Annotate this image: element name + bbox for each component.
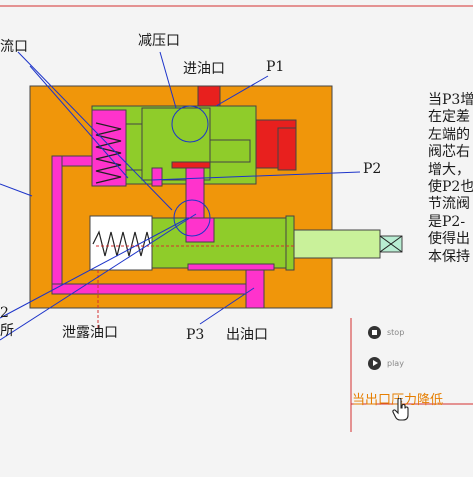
- p2-connection-block: [151, 167, 163, 187]
- play-button[interactable]: play: [368, 357, 404, 370]
- bottom-left-pointer-2: [0, 213, 197, 341]
- description-line: 在定差: [428, 109, 470, 126]
- p2-label: P2: [363, 161, 382, 177]
- p3-pointer: [199, 287, 255, 325]
- throttle-port-pointer-2: [29, 65, 129, 179]
- throttle-adjusting-rod: [293, 229, 381, 259]
- description-text: 当P3增 在定差 左端的 阀芯右 增大， 使P2也 节流阀 是P2- 使得出 本…: [428, 92, 473, 266]
- p3-label: P3: [186, 327, 205, 343]
- p1-pointer: [215, 75, 269, 107]
- description-line: 使P2也: [428, 179, 473, 196]
- stop-icon: [368, 326, 381, 339]
- reducing-port-label: 减压口: [138, 33, 180, 49]
- p2-vertical-channel: [185, 167, 205, 223]
- stop-button[interactable]: stop: [368, 326, 404, 339]
- throttle-port-label: 流口: [0, 39, 28, 55]
- description-line: 左端的: [428, 126, 470, 143]
- description-line: 阀芯右: [428, 144, 470, 161]
- play-icon: [368, 357, 381, 370]
- description-line: 使得出: [428, 231, 470, 248]
- upper-spool-red-end: [277, 127, 297, 171]
- upper-spool-neck: [209, 139, 251, 163]
- description-line: 节流阀: [428, 196, 470, 213]
- throttle-spool: [151, 217, 289, 269]
- leak-port-label: 泄露油口: [62, 325, 118, 341]
- left-side-pointer: [0, 183, 33, 197]
- throttle-spool-end-cap: [285, 215, 295, 271]
- stop-label: stop: [387, 328, 405, 337]
- description-line: 增大，: [428, 161, 470, 178]
- outlet-port-label: 出油口: [226, 327, 268, 343]
- description-line: 当P3增: [428, 92, 473, 108]
- bottom-left-pointer-1: [0, 217, 189, 319]
- p1-label: P1: [266, 59, 285, 75]
- knob-cross-b: [379, 235, 403, 253]
- throttle-spool-groove: [187, 263, 275, 271]
- upper-spring-icon: [95, 122, 122, 184]
- outlet-pipe: [245, 269, 265, 309]
- throttle-port-pointer: [17, 51, 173, 211]
- play-label: play: [387, 359, 404, 368]
- reducing-orifice: [171, 161, 211, 169]
- reducing-port-circle: [171, 105, 209, 143]
- description-line: 本保持: [428, 248, 470, 265]
- upper-spool-stem: [125, 123, 143, 171]
- hand-cursor-icon: [392, 398, 409, 421]
- left-p2-fragment-label: 2: [0, 305, 9, 321]
- p2-pointer: [151, 171, 361, 181]
- reducing-port-pointer: [159, 51, 177, 109]
- bottom-p3-channel: [51, 283, 249, 295]
- description-line: 是P2-: [428, 213, 466, 230]
- left-vertical-channel: [51, 155, 63, 295]
- inlet-port-label: 进油口: [183, 61, 225, 77]
- throttle-port-circle: [173, 199, 211, 237]
- left-bottom-fragment-label: 所: [0, 323, 14, 339]
